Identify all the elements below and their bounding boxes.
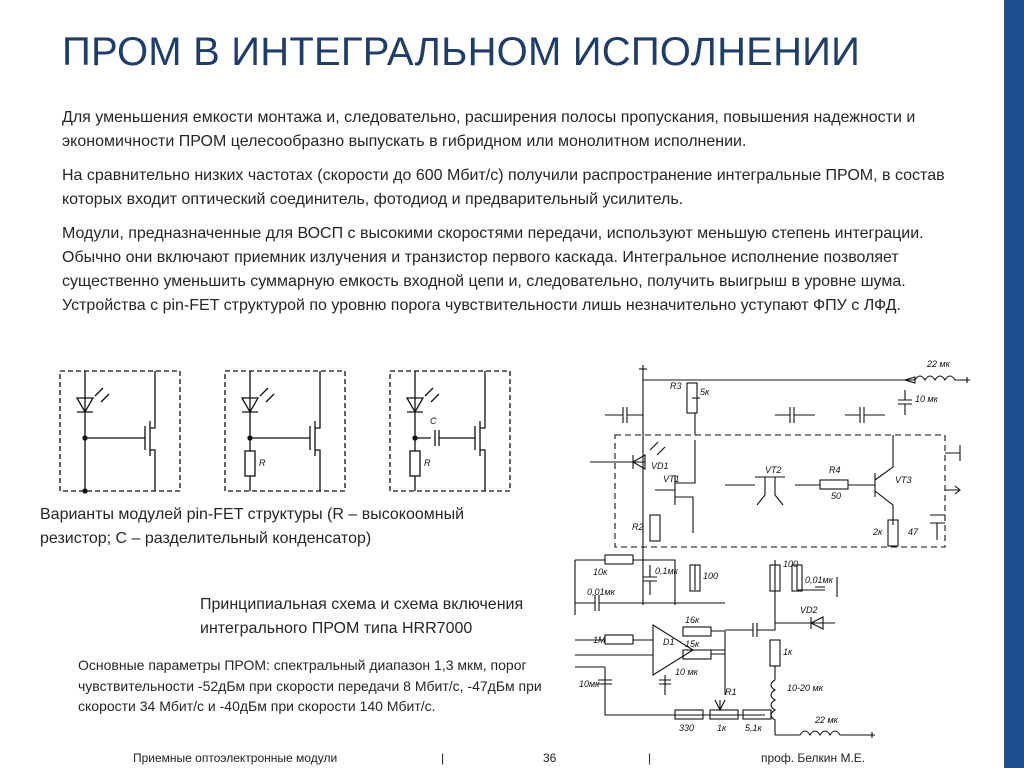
footer-left: Приемные оптоэлектронные модули [133, 751, 338, 765]
variant-1-circuit [59, 370, 181, 494]
slide-title: ПРОМ В ИНТЕГРАЛЬНОМ ИСПОЛНЕНИИ [62, 30, 861, 74]
label-d1: D1 [663, 637, 675, 647]
label-r1kb: 1к [783, 647, 793, 657]
paragraph-3: Модули, предназначенные для ВОСП с высок… [62, 225, 924, 314]
label-r51k: 5,1к [745, 723, 763, 733]
label-r1m: 1М [593, 635, 606, 645]
paragraph-1: Для уменьшения емкости монтажа и, следов… [62, 109, 916, 150]
label-vt1: VT1 [663, 474, 680, 484]
label-l3: 22 мк [814, 715, 839, 725]
label-r1k: 1к [717, 723, 727, 733]
label-c001a: 0,01мк [587, 587, 616, 597]
variant-3-label-r: R [424, 458, 431, 468]
footer-right: проф. Белкин М.Е. [761, 751, 866, 765]
footer-separator-2: | [648, 751, 652, 765]
label-l2: 10-20 мк [787, 683, 824, 693]
label-r1: R1 [725, 687, 737, 697]
footer-separator-1: | [441, 751, 445, 765]
label-r4v: 50 [831, 491, 841, 501]
label-vt3: VT3 [895, 475, 912, 485]
label-r100a: 100 [703, 571, 718, 581]
paragraph-2: На сравнительно низких частотах (скорост… [62, 167, 945, 208]
label-vt2: VT2 [765, 465, 782, 475]
label-r4: R4 [829, 465, 841, 475]
accent-bar [1004, 0, 1024, 768]
params-text: Основные параметры ПРОМ: спектральный ди… [78, 657, 542, 714]
label-r10k: 10к [593, 567, 608, 577]
label-r15k: 15к [685, 639, 700, 649]
label-r3: R3 [670, 381, 682, 391]
footer-page-number: 36 [543, 751, 557, 765]
variant-3-label-c: C [430, 416, 437, 426]
variant-2-label-r: R [259, 458, 266, 468]
pin-fet-variants-diagram: R C R [59, 370, 511, 494]
label-c10: 10 мк [915, 394, 939, 404]
label-c01a: 0,1мк [655, 566, 679, 576]
label-c10c: 10мк [579, 679, 600, 689]
label-vd2: VD2 [800, 605, 818, 615]
label-r100b: 100 [783, 559, 798, 569]
hrr7000-schematic: R3 5к 22 мк 10 мк VD1 VT1 VT2 VT3 R4 50 … [574, 359, 970, 738]
label-r47: 47 [908, 527, 919, 537]
variants-caption: Варианты модулей pin-FET структуры (R – … [40, 506, 465, 547]
schematic-caption: Принципиальная схема и схема включения и… [200, 596, 524, 637]
label-r330: 330 [679, 723, 694, 733]
slide-body: Для уменьшения емкости монтажа и, следов… [62, 106, 952, 334]
label-c10b: 10 мк [675, 667, 699, 677]
variant-3-circuit: C R [389, 370, 511, 492]
label-r16k: 16к [685, 615, 700, 625]
label-r3v: 5к [700, 387, 710, 397]
label-c001b: 0,01мк [805, 575, 834, 585]
label-r2: R2 [632, 522, 644, 532]
variant-2-circuit: R [224, 370, 346, 492]
label-r2k: 2к [872, 527, 883, 537]
label-vd1: VD1 [651, 461, 669, 471]
label-l1: 22 мк [926, 359, 951, 369]
